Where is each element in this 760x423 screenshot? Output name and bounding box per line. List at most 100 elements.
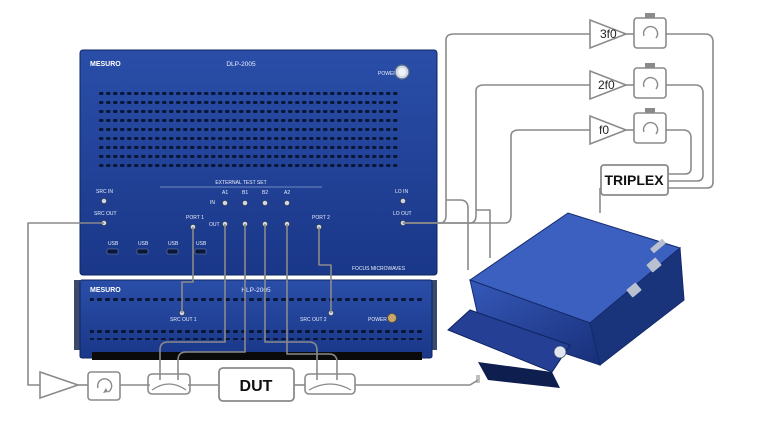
src-out-label: SRC OUT xyxy=(94,211,117,217)
b2-label: B2 xyxy=(262,190,268,196)
source-amp-triangle-icon xyxy=(39,370,81,400)
a1-label: A1 xyxy=(222,190,228,196)
focus-logo-text: FOCUS MICROWAVES xyxy=(352,266,406,272)
tuner-connector-3 xyxy=(626,282,642,298)
tuner-bottom-shadow xyxy=(478,362,560,388)
cable-lo-f0 xyxy=(403,129,590,224)
tuner-rf-port xyxy=(476,375,480,383)
source-isolator xyxy=(87,371,121,401)
lower-left-handle xyxy=(74,280,80,350)
src-out1-label: SRC OUT 1 xyxy=(170,317,197,323)
cable-3f0-triplex xyxy=(666,33,714,189)
circulator-f0-box xyxy=(633,112,667,144)
circulator-3f0-box xyxy=(633,17,667,49)
cable-port1 xyxy=(181,227,194,313)
upper-model: DLP-2005 xyxy=(226,61,256,68)
cable-b2-tap xyxy=(264,224,318,380)
triplex-box xyxy=(600,164,669,196)
lower-right-handle xyxy=(431,280,437,350)
cable-routing xyxy=(27,33,714,386)
port2-label: PORT 2 xyxy=(312,215,330,221)
cable-branch-2 xyxy=(476,209,491,258)
circulator-f0-arrow-icon xyxy=(642,121,659,135)
usb-label-1: USB xyxy=(108,241,119,247)
lower-power-button[interactable] xyxy=(387,313,397,323)
circulator-3f0-port xyxy=(645,13,655,18)
lower-base xyxy=(92,352,422,360)
circulator-2f0-box xyxy=(633,67,667,99)
upper-power-label: POWER xyxy=(378,71,397,77)
triplex-block: TRIPLEX xyxy=(600,164,669,196)
circulator-3f0-arrow-icon xyxy=(642,25,659,39)
lower-vent-top xyxy=(90,298,422,306)
port1-label: PORT 1 xyxy=(186,215,204,221)
harmonic-chain-3f0: 3f0 xyxy=(589,13,667,50)
cable-src-to-amp xyxy=(27,222,104,386)
coupler-2 xyxy=(304,373,356,395)
amp-2f0-label: 2f0 xyxy=(598,78,615,92)
b1-in-connector[interactable] xyxy=(242,200,248,206)
harmonic-chain-2f0: 2f0 xyxy=(589,63,667,101)
lo-out-label: LO OUT xyxy=(393,211,412,217)
lo-in-label: LO IN xyxy=(395,189,408,195)
coupler-2-body xyxy=(304,373,356,395)
usb-port-4[interactable] xyxy=(194,248,207,255)
coupler-2-line xyxy=(308,383,352,391)
cable-b1-tap xyxy=(177,224,246,380)
cable-2f0-triplex xyxy=(666,84,704,182)
cable-coupler2-to-tuner xyxy=(355,379,479,386)
usb-port-1[interactable] xyxy=(106,248,119,255)
cable-a1-tap xyxy=(159,224,226,380)
harmonic-chain-f0: f0 xyxy=(589,108,667,146)
circulator-f0-port xyxy=(645,108,655,113)
circulator-2f0-port xyxy=(645,63,655,68)
a2-in-connector[interactable] xyxy=(284,200,290,206)
usb-port-3[interactable] xyxy=(166,248,179,255)
lower-vent-bottom xyxy=(90,330,422,340)
lower-instrument: MESURO HLP-2005 SRC OUT 1 SRC OUT 2 POWE… xyxy=(74,279,437,360)
src-out2-label: SRC OUT 2 xyxy=(300,317,327,323)
coupler-1-line xyxy=(151,383,187,391)
coupler-1-body xyxy=(147,373,191,395)
lower-model: HLP-2005 xyxy=(241,287,271,294)
dut-box xyxy=(218,367,295,402)
circulator-2f0-arrow-icon xyxy=(642,76,659,90)
usb-label-2: USB xyxy=(138,241,149,247)
amp-3f0-triangle-icon xyxy=(589,18,629,50)
triplex-label: TRIPLEX xyxy=(604,172,664,188)
tuner-connector-2 xyxy=(646,257,662,273)
cable-a2-tap xyxy=(286,224,338,380)
cable-f0-triplex xyxy=(666,129,692,175)
amp-2f0-triangle-icon xyxy=(589,69,629,101)
a1-in-connector[interactable] xyxy=(222,200,228,206)
amp-3f0-label: 3f0 xyxy=(600,27,617,41)
test-set-label: EXTERNAL TEST SET xyxy=(215,180,266,186)
upper-instrument: MESURO DLP-2005 POWER EXTERNAL TEST SET … xyxy=(79,49,438,276)
lo-in-connector[interactable] xyxy=(400,198,406,204)
usb-port-2[interactable] xyxy=(136,248,149,255)
load-pull-tuner xyxy=(447,212,685,388)
usb-label-4: USB xyxy=(196,241,207,247)
a2-label: A2 xyxy=(284,190,290,196)
in-label: IN xyxy=(210,200,215,206)
src-in-connector[interactable] xyxy=(101,198,107,204)
amp-f0-triangle-icon xyxy=(589,114,629,146)
cable-branch-1 xyxy=(446,199,469,270)
tuner-base-block xyxy=(447,309,571,373)
dut-block: DUT xyxy=(218,367,295,402)
coupler-1 xyxy=(147,373,191,395)
b1-label: B1 xyxy=(242,190,248,196)
tuner-connector-1 xyxy=(650,238,666,254)
amp-f0-label: f0 xyxy=(599,123,609,137)
cable-port2 xyxy=(318,227,332,313)
power-button-center xyxy=(398,68,406,76)
isolator-box xyxy=(87,371,121,401)
out-label: OUT xyxy=(209,222,220,228)
isolator-circular-arrow-icon xyxy=(96,378,113,393)
source-amplifier xyxy=(39,370,81,400)
isolator-arrow-head-icon xyxy=(103,388,108,393)
focus-badge-icon xyxy=(553,345,567,359)
b2-in-connector[interactable] xyxy=(262,200,268,206)
